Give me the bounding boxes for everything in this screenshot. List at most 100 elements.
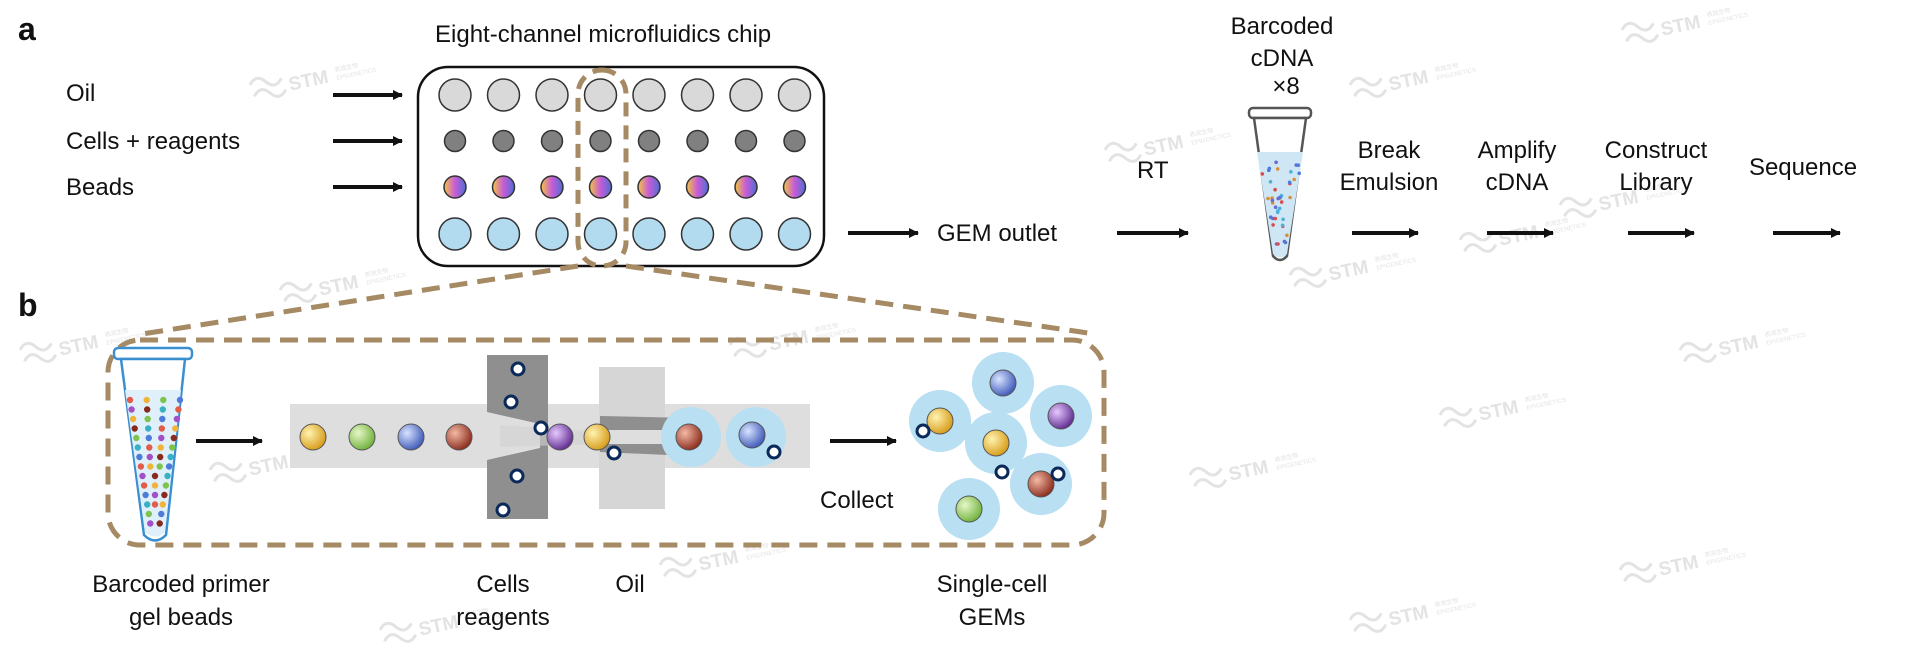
cdna-dot <box>1271 223 1275 227</box>
gel-bead <box>738 421 766 449</box>
tube-gel-bead <box>128 406 135 413</box>
cdna-dot <box>1280 223 1285 228</box>
tube-gel-bead <box>144 501 151 508</box>
cdna-dot <box>1282 239 1287 244</box>
cdna-dot <box>1268 180 1273 184</box>
gel-bead-tube-icon <box>112 346 194 542</box>
break-line2: Emulsion <box>1340 169 1439 196</box>
tube-gel-bead <box>139 472 146 480</box>
panel-label-b: b <box>18 287 38 323</box>
tube-gel-bead <box>126 396 134 404</box>
chip-title: Eight-channel microfluidics chip <box>435 21 771 48</box>
chip-well-beads <box>637 175 661 199</box>
tube-gel-bead <box>151 491 159 499</box>
cdna-dot <box>1274 160 1278 165</box>
gems-caption-line2: GEMs <box>959 604 1026 631</box>
gel-bead <box>583 423 611 451</box>
chip-well-outlet <box>777 217 812 251</box>
chip-well-cells <box>686 129 709 153</box>
cdna-dot <box>1270 198 1275 203</box>
watermark-brand: STM <box>287 67 331 96</box>
cell <box>994 464 1010 480</box>
input-label-cells: Cells + reagents <box>66 128 240 155</box>
tube-gel-bead <box>136 453 143 461</box>
cdna-dot <box>1275 167 1280 171</box>
cdna-dot <box>1292 177 1296 182</box>
watermark-logo-icon <box>1348 611 1388 633</box>
chip-well-oil <box>583 78 618 112</box>
tube-gel-bead <box>144 415 151 423</box>
cells-caption-line2: reagents <box>456 604 549 631</box>
tube-gel-bead <box>175 406 182 413</box>
chip-well-cells <box>492 129 515 153</box>
tube-gel-bead <box>146 444 153 451</box>
tube-gel-bead <box>151 501 159 508</box>
watermark-logo-icon <box>248 76 288 98</box>
watermark-logo-icon <box>1558 196 1598 218</box>
gel-bead <box>675 423 703 451</box>
chip-wells <box>438 78 812 251</box>
chip-well-cells <box>589 129 612 153</box>
chip-well-beads <box>443 175 467 199</box>
rt-label: RT <box>1137 157 1169 184</box>
watermark-logo-icon <box>728 336 768 358</box>
chip-well-cells <box>443 129 467 153</box>
chip-well-oil <box>680 78 715 112</box>
cdna-dot <box>1266 196 1270 201</box>
cdna-dot <box>1277 206 1282 211</box>
tube-gel-bead <box>145 434 152 442</box>
watermark-logo-icon <box>1438 406 1478 428</box>
cell <box>1050 466 1066 482</box>
watermark-logo-icon <box>278 281 318 303</box>
cdna-dot <box>1296 163 1300 167</box>
cdna-dot <box>1273 205 1278 209</box>
selected-channel-outline <box>575 67 629 269</box>
gel-bead <box>445 423 473 451</box>
tube-gel-bead <box>140 482 148 489</box>
watermark-logo-icon <box>18 341 58 363</box>
cell <box>503 394 519 410</box>
chip-well-oil <box>438 78 472 112</box>
cell <box>766 444 782 460</box>
chip-well-beads <box>782 175 807 199</box>
panel-label-a: a <box>18 11 36 47</box>
detail-frame <box>105 337 1107 548</box>
tube-gel-bead <box>176 396 184 404</box>
chip-well-oil <box>777 78 812 112</box>
chip-well-outlet <box>729 217 763 251</box>
microfluidics-chip <box>416 65 826 268</box>
construct-line2: Library <box>1619 169 1692 196</box>
chip-well-outlet <box>632 217 666 251</box>
collect-label: Collect <box>820 487 894 514</box>
tube-gel-bead <box>157 444 164 451</box>
cdna-dot <box>1281 217 1285 222</box>
watermark-brand: STM <box>1327 257 1371 286</box>
cdna-dot <box>1276 196 1280 201</box>
chip-well-cells <box>637 129 661 153</box>
cell <box>510 361 526 377</box>
gel-bead <box>546 423 574 451</box>
chip-well-oil <box>632 78 666 112</box>
cell <box>915 423 931 439</box>
tube-gel-bead <box>167 453 174 461</box>
tube-gel-bead <box>129 415 137 423</box>
watermark-brand: STM <box>1227 457 1271 486</box>
gem-gel-bead <box>926 407 954 435</box>
watermark-brand: STM <box>1659 12 1703 41</box>
tube-gel-bead <box>161 491 168 499</box>
tube-gel-bead <box>134 444 141 451</box>
gem-gel-bead <box>982 429 1010 457</box>
chip-well-outlet <box>535 217 569 251</box>
chip-well-oil <box>729 78 763 112</box>
sequence-label: Sequence <box>1749 154 1857 181</box>
watermark-brand: STM <box>57 332 101 361</box>
gem-outlet-label: GEM outlet <box>937 220 1057 247</box>
watermark-logo-icon <box>658 556 698 578</box>
barcoded-cdna-line1: Barcoded <box>1231 13 1334 40</box>
beads-caption-line2: gel beads <box>129 604 233 631</box>
oil-caption: Oil <box>615 571 644 598</box>
